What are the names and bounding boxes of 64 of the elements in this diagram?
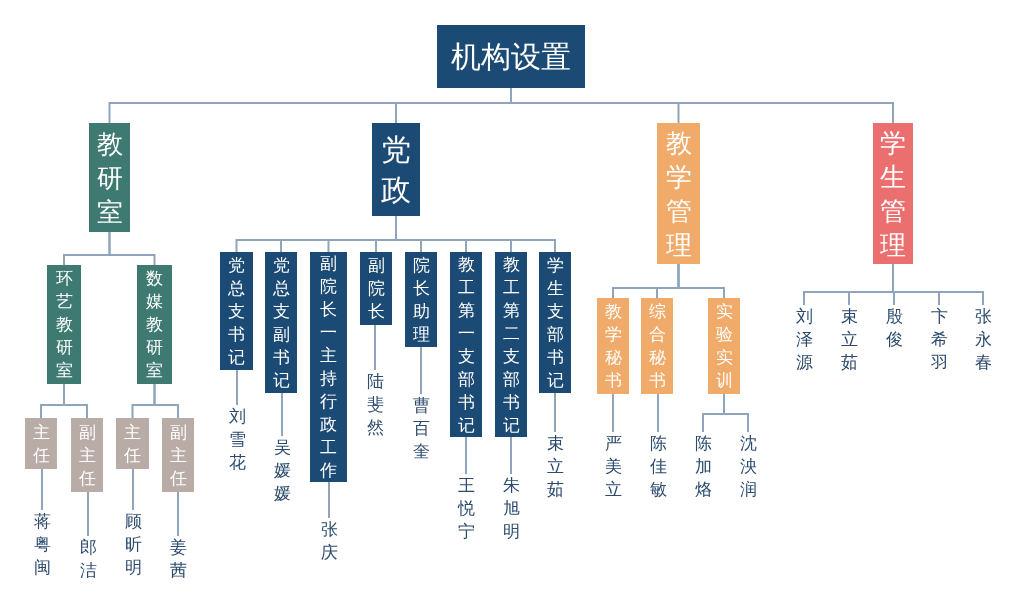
department-box: 副院长一主持行政工作 [310, 252, 347, 482]
connector-line [554, 392, 556, 433]
department-box: 教学管理 [657, 123, 700, 264]
connector-line [612, 393, 614, 433]
department-box: 教工第二支部书记 [495, 252, 527, 437]
connector-line [86, 491, 89, 537]
department-box: 副主任 [162, 418, 194, 492]
department-box: 环艺教研室 [47, 265, 81, 384]
department-box: 教研室 [89, 123, 130, 232]
person-name: 严美立 [602, 432, 624, 502]
connector-line [177, 491, 179, 537]
department-box: 学生管理 [873, 123, 913, 264]
person-name: 姜茜 [167, 536, 189, 582]
person-name: 曹百奎 [410, 394, 432, 464]
connector-line [108, 231, 156, 266]
connector-line [40, 468, 43, 511]
connector-line [465, 436, 467, 475]
person-name: 吴媛媛 [271, 436, 293, 506]
connector-line [656, 393, 659, 433]
person-name: 束立茹 [544, 432, 566, 502]
department-box: 学生支部书记 [539, 252, 571, 393]
department-box: 实验实训 [708, 298, 740, 394]
connector-line [395, 215, 556, 253]
connector-line [280, 392, 283, 437]
department-box: 教工第一支部书记 [450, 252, 482, 437]
person-name: 郎洁 [77, 536, 99, 582]
connector-line [327, 481, 330, 519]
department-box: 党总支书记 [220, 252, 253, 370]
department-box: 党总支副书记 [265, 252, 297, 393]
connector-line [63, 383, 88, 419]
person-name: 刘泽源 [793, 305, 815, 375]
connector-line [420, 346, 422, 395]
connector-line [892, 263, 984, 306]
person-name: 张庆 [318, 518, 340, 564]
department-box: 教学秘书 [597, 298, 629, 394]
person-name: 刘雪花 [226, 405, 248, 475]
person-name: 陈加烙 [692, 432, 714, 502]
connector-line [131, 468, 134, 511]
department-box: 党政 [372, 123, 420, 216]
connector-line [510, 436, 512, 475]
person-name: 蒋粤闽 [31, 510, 53, 580]
person-name: 束立茹 [838, 305, 860, 375]
person-name: 朱旭明 [500, 474, 522, 544]
department-box: 主任 [25, 418, 57, 469]
connector-line [677, 263, 725, 299]
person-name: 陆斐然 [364, 370, 386, 440]
department-box: 院长助理 [405, 252, 437, 347]
department-box: 主任 [116, 418, 149, 469]
connector-line [153, 383, 179, 419]
person-name: 殷俊 [883, 305, 905, 351]
connector-line [374, 324, 377, 371]
department-box: 数媒教研室 [137, 265, 172, 384]
person-name: 沈泱润 [737, 432, 759, 502]
person-name: 王悦宁 [455, 474, 477, 544]
person-name: 顾昕明 [122, 510, 144, 580]
department-box: 综合秘书 [641, 298, 673, 394]
person-name: 陈佳敏 [647, 432, 669, 502]
title-box: 机构设置 [437, 25, 585, 88]
department-box: 副院长 [360, 252, 392, 325]
person-name: 卞希羽 [928, 305, 950, 375]
department-box: 副主任 [71, 418, 103, 492]
connector-line [723, 393, 749, 433]
connector-line [235, 369, 238, 406]
person-name: 张永春 [972, 305, 994, 375]
